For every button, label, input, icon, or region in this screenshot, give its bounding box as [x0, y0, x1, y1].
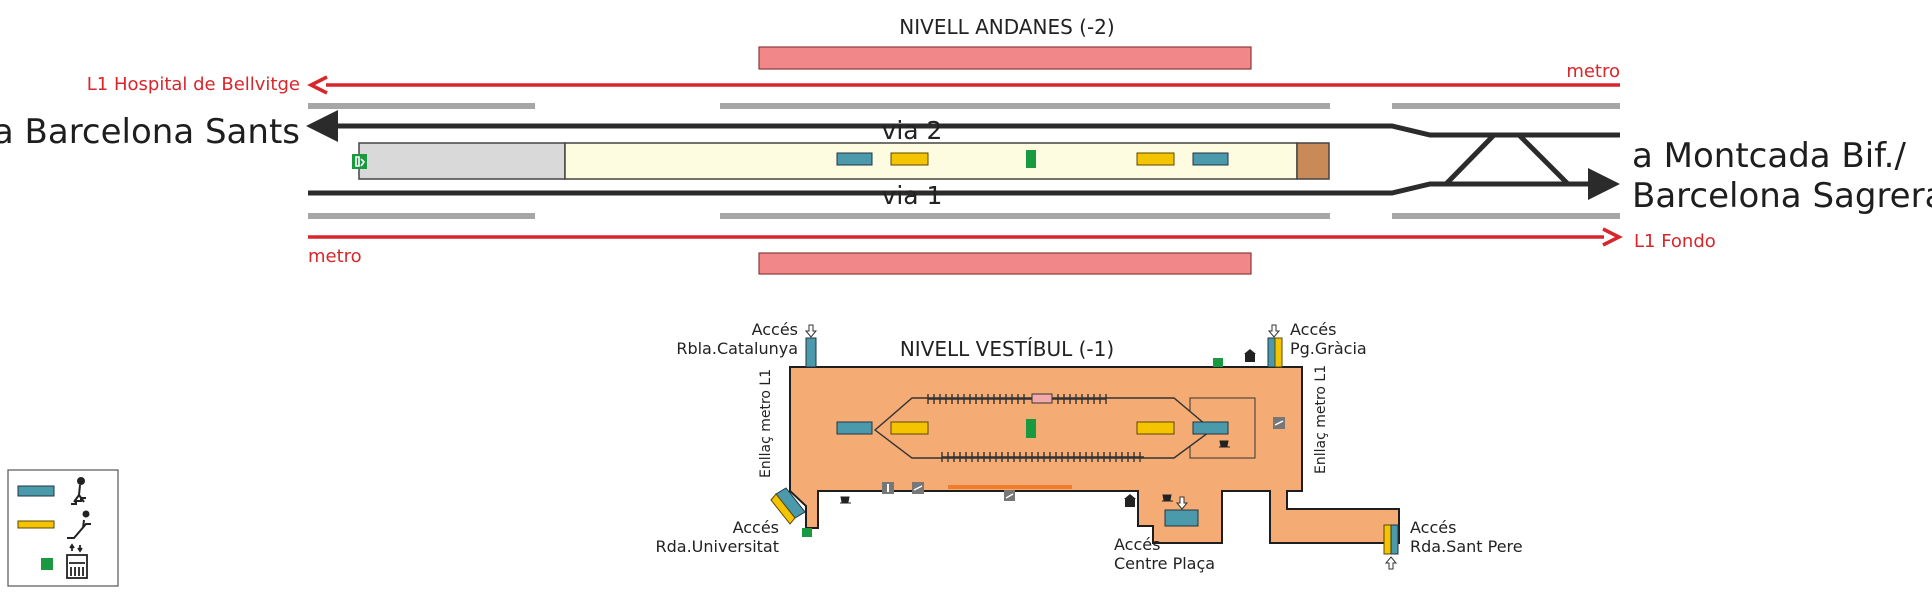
stairs-symbol: [1192, 421, 1229, 435]
access-rbla-catalunya-line1: Accés: [752, 320, 798, 339]
cafe-icon: [840, 496, 851, 504]
ticket-machine-icon: [1273, 417, 1285, 429]
access-stairs-centre-placa: [1164, 509, 1199, 527]
platform-end-building: [1296, 142, 1330, 180]
stairs-symbol: [1192, 152, 1229, 166]
track-label-via-1: via 1: [882, 181, 943, 210]
escalator-symbol: [890, 152, 929, 166]
access-universitat-line1: Accés: [733, 518, 779, 537]
track-ticks-upper: [927, 394, 1107, 404]
elevator-symbol: [802, 528, 812, 537]
legend-stairs-swatch: [17, 485, 55, 497]
destination-right-line2: Barcelona Sagrera: [1632, 176, 1932, 216]
access-arrow-icon: [804, 324, 1398, 570]
platform-edges: [308, 103, 1620, 219]
cafe-icon: [1162, 494, 1173, 502]
escalator-icon: [67, 510, 91, 539]
track-arrow-right: [1588, 168, 1620, 200]
escalator-symbol: [890, 421, 929, 435]
metro-arrow-lower: [1602, 227, 1623, 247]
metro-upper-label: metro: [1566, 61, 1620, 82]
metro-platform-upper: [758, 46, 1252, 70]
track-arrow-left: [306, 110, 338, 142]
vestibule-level: NIVELL VESTÍBUL (-1): [656, 320, 1523, 573]
rail-tracks: [308, 123, 1620, 196]
bank-icon: [1124, 494, 1136, 507]
access-centre-placa-line2: Centre Plaça: [1114, 554, 1215, 573]
platform-grey-section: [358, 142, 566, 180]
legend-escalator-swatch: [17, 520, 55, 529]
ticket-machine-icon: [912, 482, 924, 494]
elevator-icon: [66, 543, 88, 579]
access-pg-gracia-line2: Pg.Gràcia: [1290, 339, 1367, 358]
elevator-symbol: [1026, 150, 1036, 168]
stairs-symbol: [836, 421, 873, 435]
access-sant-pere-line2: Rda.Sant Pere: [1410, 537, 1523, 556]
access-stairs-rbla-catalunya: [805, 337, 817, 368]
access-stairs-sant-pere: [1390, 524, 1399, 555]
metro-upper-destination: L1 Hospital de Bellvitge: [87, 74, 300, 95]
cafe-icon: [1219, 440, 1230, 448]
vestibule-level-title: NIVELL VESTÍBUL (-1): [900, 337, 1114, 361]
ticket-office: [1031, 393, 1053, 404]
emergency-exit-icon: [352, 154, 367, 169]
track-label-via-2: via 2: [882, 116, 943, 145]
metro-link-left: Enllaç metro L1: [758, 369, 774, 478]
platform-main: [564, 142, 1298, 180]
access-sant-pere-line1: Accés: [1410, 518, 1456, 537]
metro-link-right: Enllaç metro L1: [1313, 365, 1329, 474]
metro-lower-destination: L1 Fondo: [1634, 231, 1716, 252]
platform-level-title: NIVELL ANDANES (-2): [899, 15, 1114, 39]
walking-stairs-icon: [71, 477, 86, 505]
legend-elevator-swatch: [41, 558, 53, 570]
access-universitat-line2: Rda.Universitat: [656, 537, 779, 556]
access-escalator-sant-pere: [1383, 524, 1392, 555]
track-ticks-lower: [941, 452, 1144, 462]
access-centre-placa-line1: Accés: [1114, 535, 1160, 554]
destination-left: a Barcelona Sants: [0, 112, 300, 152]
ticket-machine-icon: [1004, 490, 1015, 501]
elevator-symbol: [1026, 419, 1036, 438]
stairs-symbol: [836, 152, 873, 166]
elevator-symbol: [1213, 358, 1223, 367]
destination-right-line1: a Montcada Bif./: [1632, 136, 1906, 176]
metro-arrow-upper: [307, 75, 328, 95]
access-pg-gracia-line1: Accés: [1290, 320, 1336, 339]
metro-platform-lower: [758, 252, 1252, 275]
access-rbla-catalunya-line2: Rbla.Catalunya: [676, 339, 798, 358]
escalator-symbol: [1136, 152, 1175, 166]
info-icon: [882, 482, 894, 494]
escalator-symbol: [1136, 421, 1175, 435]
access-ramp-universitat-escalator: [770, 493, 796, 525]
ticket-barriers: [948, 485, 1072, 489]
access-escalator-pg-gracia: [1274, 337, 1283, 368]
platform-level: NIVELL ANDANES (-2) L1 Hospital de Bellv…: [0, 15, 1932, 275]
legend: [7, 469, 119, 587]
bank-icon: [1244, 349, 1256, 362]
access-stairs-pg-gracia: [1267, 337, 1276, 368]
metro-lower-label: metro: [308, 246, 362, 267]
